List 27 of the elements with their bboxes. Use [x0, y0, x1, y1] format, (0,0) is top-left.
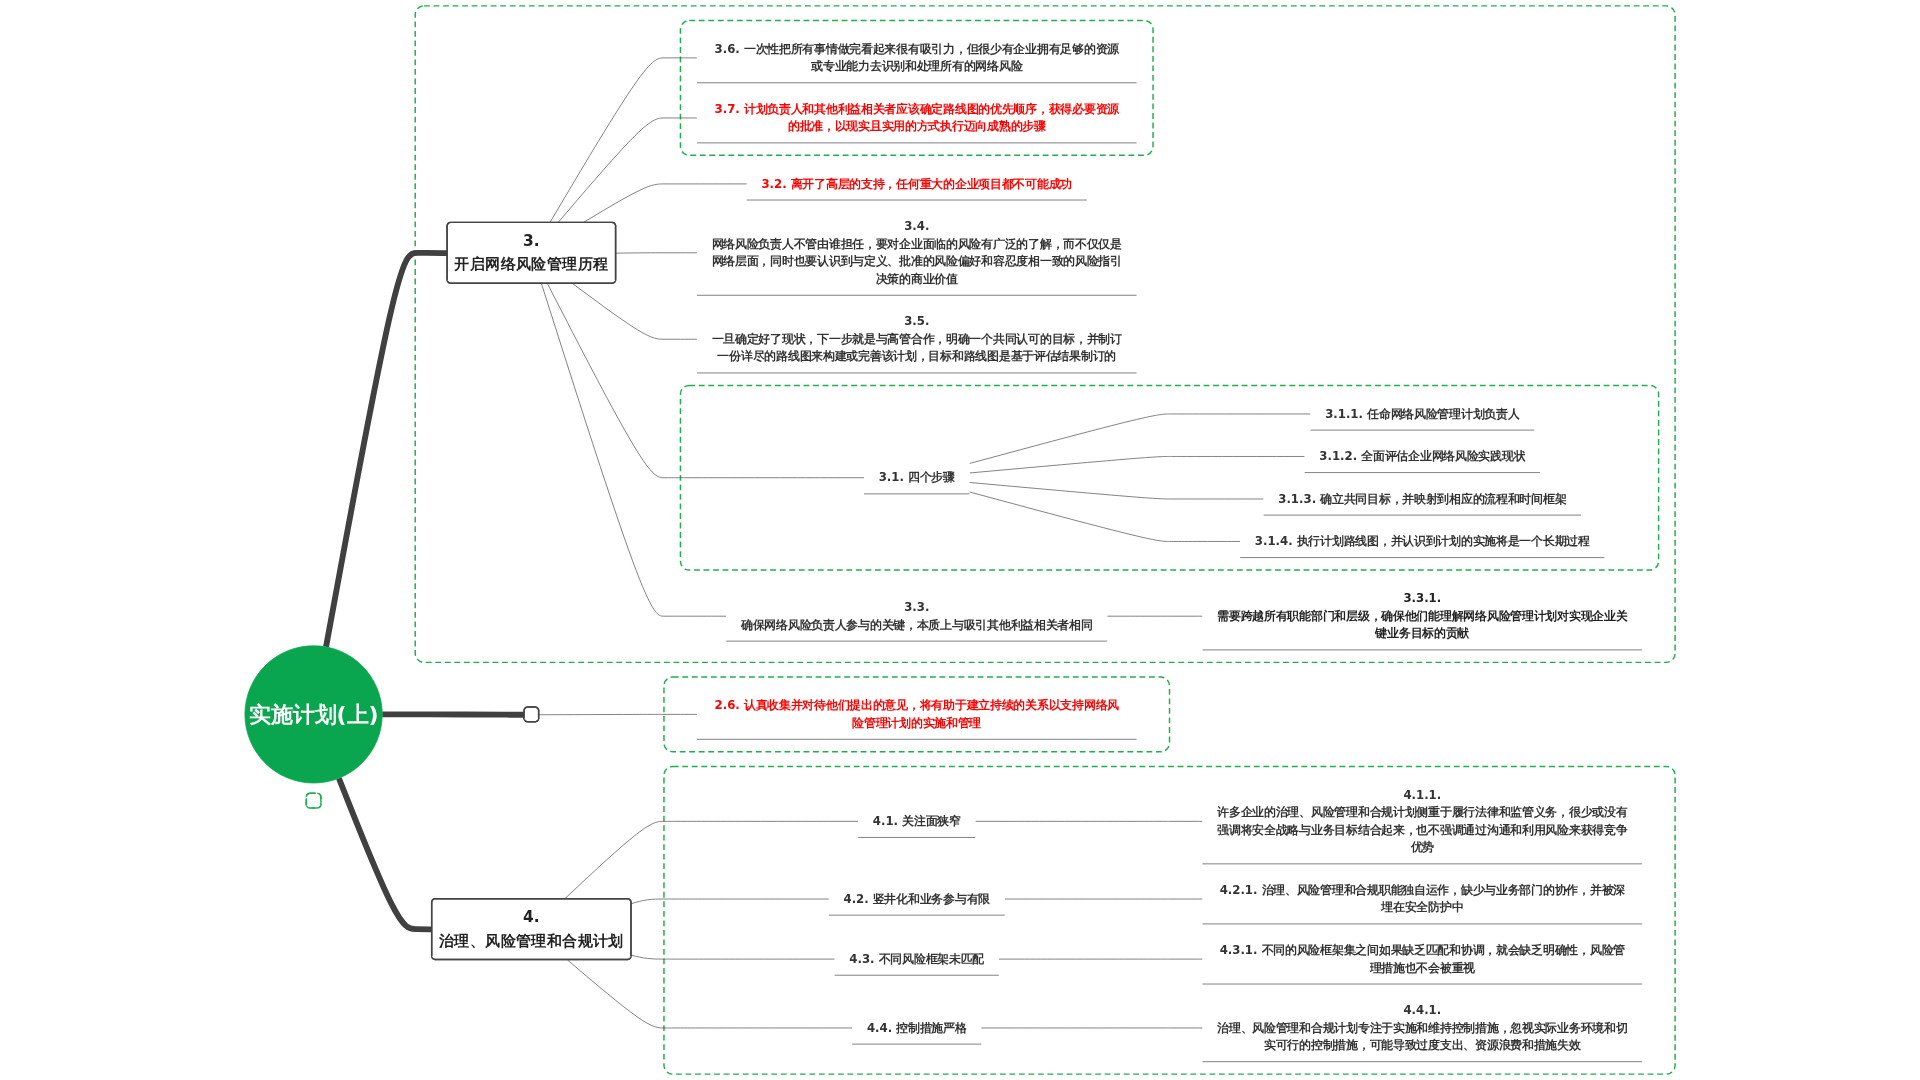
connector [336, 777, 433, 933]
connector [631, 954, 836, 960]
connector [975, 821, 1203, 822]
connector [549, 57, 698, 224]
connector [969, 491, 1241, 542]
connector [382, 711, 525, 718]
cluster [679, 384, 1660, 571]
cluster [663, 765, 1676, 1075]
connector [969, 482, 1264, 500]
connector [538, 714, 698, 716]
connector [557, 117, 698, 224]
connector [541, 283, 727, 617]
connector [582, 183, 748, 224]
cluster [679, 19, 1154, 157]
cluster [414, 5, 1676, 664]
connector [547, 283, 865, 479]
connector [1106, 615, 1203, 617]
node-circle: 实施计划(上) [244, 645, 383, 784]
connector [572, 283, 698, 340]
connector [323, 249, 448, 648]
cluster [663, 676, 1171, 753]
connector [615, 252, 698, 254]
connector [969, 413, 1311, 464]
connector [564, 821, 859, 900]
connector [567, 959, 853, 1029]
connector [969, 456, 1305, 474]
connector [631, 898, 830, 904]
